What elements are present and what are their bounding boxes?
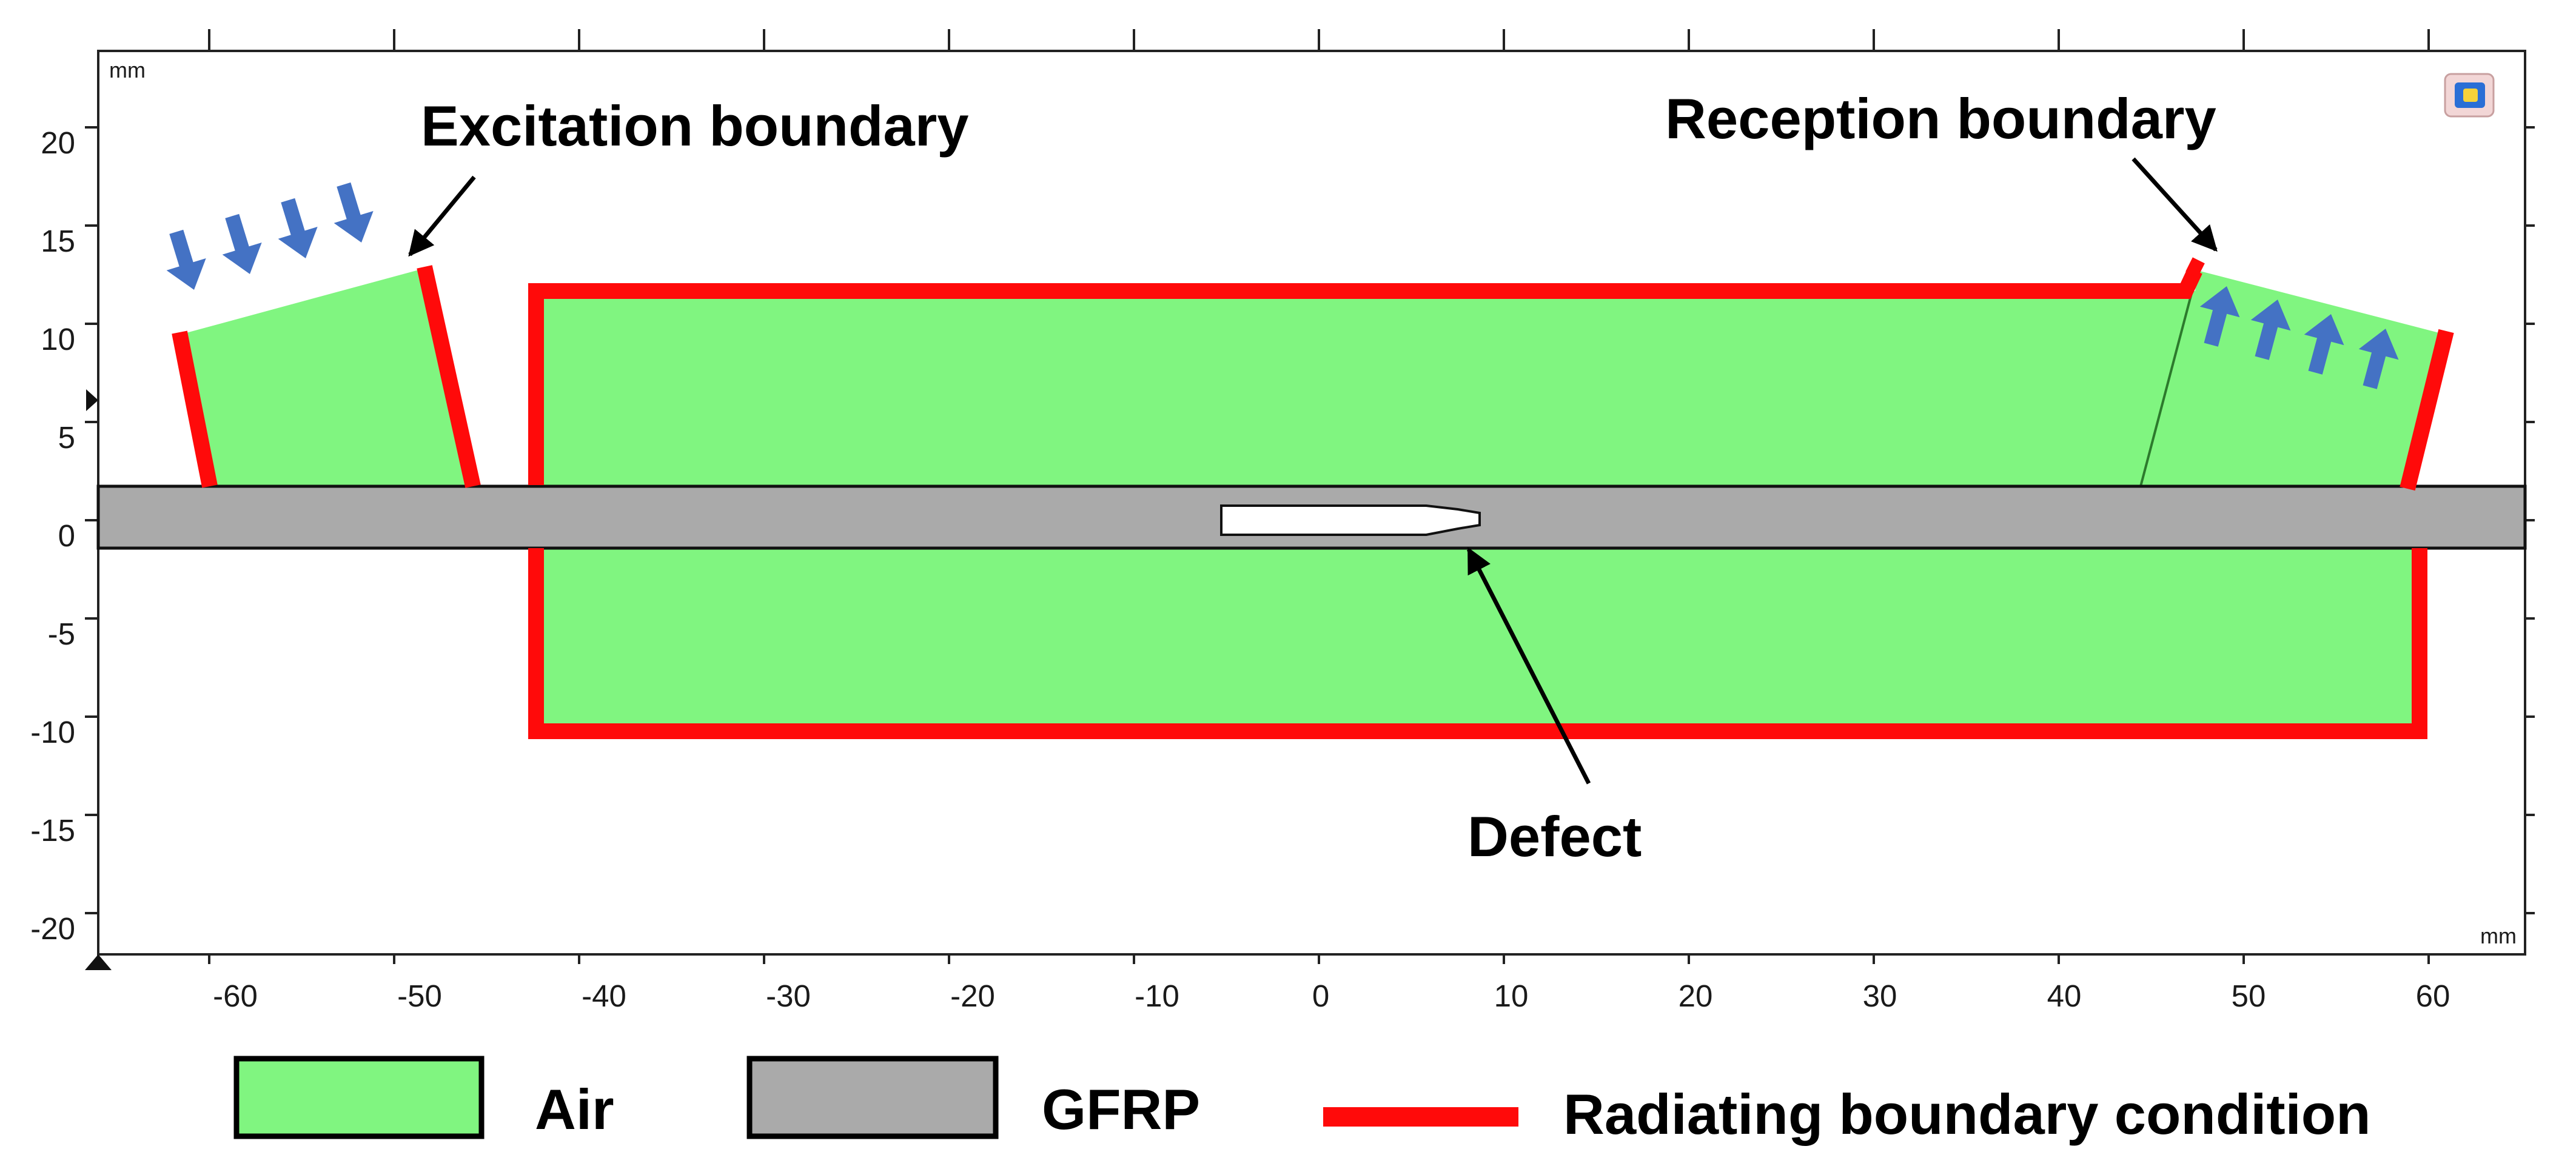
x-tick-label: 30 [1863,979,1897,1013]
y-tick-label: 0 [58,518,75,553]
x-tick-label: 0 [1312,979,1329,1013]
legend-label-gfrp: GFRP [1042,1077,1200,1141]
wave-arrow-icon [334,182,374,243]
x-tick-label: 60 [2416,979,2450,1013]
y-tick-label: -5 [48,617,75,651]
origin-marker-icon [85,954,112,970]
boundary-main-top [528,267,2202,485]
y-tick-label: 20 [41,126,75,160]
x-tick-label: 40 [2047,979,2082,1013]
x-tick-label: 50 [2232,979,2266,1013]
interface-line [2139,270,2199,487]
boundary-excitation-right [417,265,481,488]
excitation-callout-arrow [408,175,476,257]
reception-wave-arrows [2199,286,2399,389]
x-tick-label: -50 [397,979,442,1013]
legend-label-radiating-boundary: Radiating boundary condition [1563,1082,2371,1146]
x-tick-label: -20 [950,979,995,1013]
wave-arrow-icon [222,213,262,274]
legend: Air GFRP Radiating boundary condition [233,1056,2371,1146]
excitation-wave-arrows [166,182,374,290]
boundary-reception-top-stub [2185,257,2205,278]
y-tick-label: 5 [58,420,75,455]
defect-label: Defect [1467,805,1642,868]
y-axis-ticks [85,126,2535,914]
x-tick-label: 20 [1679,979,1713,1013]
unit-label-bottom-right: mm [2480,923,2517,948]
radiating-boundaries [172,257,2454,739]
y-tick-labels: 20 15 10 5 0 -5 -10 -15 -20 [30,126,75,946]
defect-callout-arrow [1466,547,1591,785]
wave-arrow-icon [2250,300,2291,360]
wave-arrow-icon [278,198,318,258]
legend-swatch-gfrp [746,1056,999,1139]
reception-boundary-label: Reception boundary [1665,87,2216,150]
x-tick-label: 10 [1494,979,1529,1013]
boundary-reception-right [2400,329,2454,491]
defect-shape [1220,504,1481,536]
x-tick-label: -40 [582,979,626,1013]
x-tick-label: -30 [766,979,811,1013]
unit-label-top-left: mm [109,58,146,82]
wave-arrow-icon [166,229,206,290]
y-tick-label: -10 [30,715,75,749]
boundary-main-bottom [528,548,2427,739]
boundary-excitation-left [172,330,218,488]
legend-label-air: Air [535,1077,614,1141]
x-tick-label: -10 [1135,979,1179,1013]
wave-arrow-icon [2304,314,2344,375]
y-tick-label: 15 [41,224,75,258]
legend-swatch-radiating-boundary [1323,1107,1518,1127]
x-axis-ticks [208,29,2430,964]
excitation-boundary-label: Excitation boundary [421,94,969,158]
y-tick-label: -20 [30,911,75,946]
air-region-main-top [536,291,2198,486]
y-tick-label: 10 [41,322,75,357]
reception-callout-arrow [2132,157,2218,252]
y-axis-marker-icon [86,389,98,411]
air-region-excitation [179,268,472,486]
air-region-main-bottom [536,548,2421,731]
x-tick-label: -60 [213,979,258,1013]
app-logo-icon [2444,73,2495,118]
x-tick-labels: -60 -50 -40 -30 -20 -10 0 10 20 30 40 50… [213,979,2450,1013]
wave-arrow-icon [2199,286,2240,347]
legend-swatch-air [233,1056,485,1139]
y-tick-label: -15 [30,813,75,848]
wave-arrow-icon [2358,329,2399,389]
